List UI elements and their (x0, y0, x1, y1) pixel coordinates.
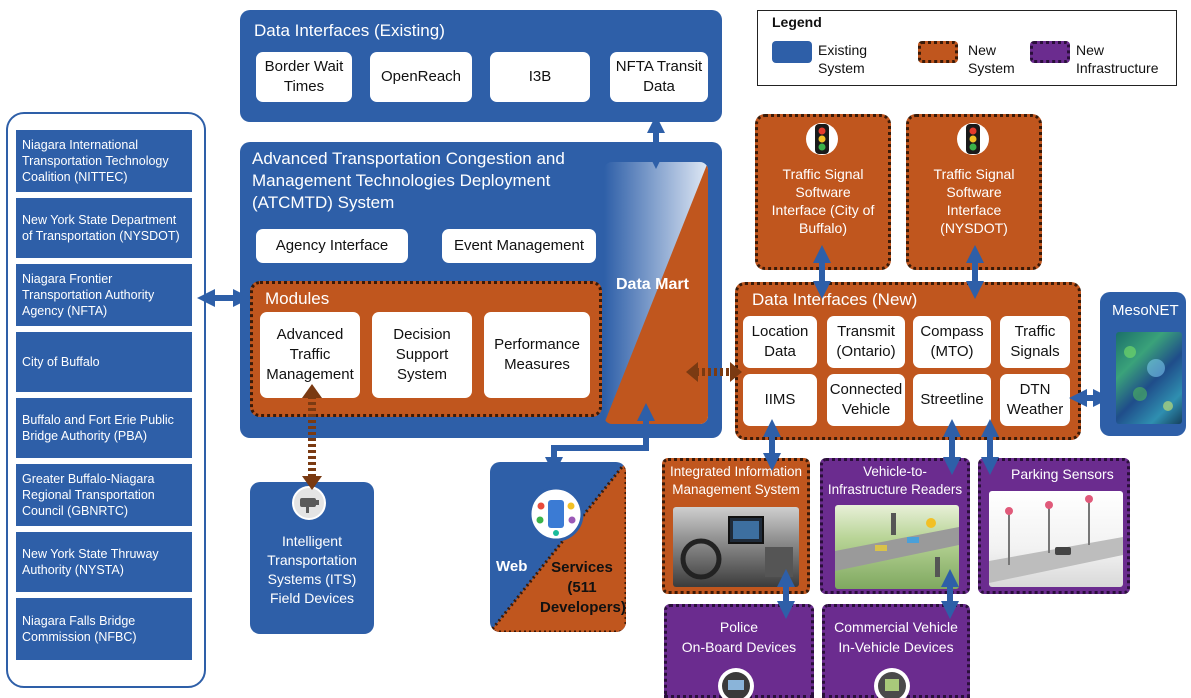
parking-sensors: Parking Sensors (978, 458, 1130, 594)
commercial-vehicle-devices-label: Commercial Vehicle In-Vehicle Devices (834, 619, 958, 655)
location-data-box: Location Data (743, 316, 817, 368)
decision-support-system-box: Decision Support System (372, 312, 472, 398)
iims-system-label: Integrated Information Management System (669, 464, 803, 497)
agency-city-of-buffalo: City of Buffalo (16, 332, 192, 392)
v2i-intersection-image (835, 505, 959, 589)
v2i-readers: Vehicle-to- Infrastructure Readers (820, 458, 970, 594)
commercial-device-icon (872, 666, 912, 698)
police-onboard-devices-label: Police On-Board Devices (681, 619, 797, 655)
web-services-label-part1: Web (496, 558, 528, 575)
parking-sensors-label: Parking Sensors (1011, 466, 1114, 482)
web-services-label-part2: Services (511 Developers) (540, 559, 626, 616)
legend-swatch-new-infrastructure (1030, 41, 1070, 63)
traffic-signal-buffalo-label: Traffic Signal Software Interface (City … (771, 166, 875, 236)
legend-label-new-infrastructure: New Infrastructure (1076, 42, 1159, 76)
openreach-box: OpenReach (370, 52, 472, 102)
existing-data-interfaces-title: Data Interfaces (Existing) (254, 21, 445, 40)
legend-title: Legend (772, 14, 822, 30)
agency-interface-box: Agency Interface (256, 229, 408, 263)
mesonet: MesoNET (1100, 292, 1186, 436)
smartphone-apps-icon (528, 486, 584, 547)
legend-label-new-system: New System (968, 42, 1015, 76)
mesonet-label: MesoNET (1112, 302, 1179, 319)
commercial-vehicle-devices: Commercial Vehicle In-Vehicle Devices (822, 604, 970, 698)
arrow-datamart-webservices (545, 403, 655, 475)
legend-swatch-existing (772, 41, 812, 63)
its-field-devices-label: Intelligent Transportation Systems (ITS)… (267, 533, 357, 606)
new-data-interfaces-title: Data Interfaces (New) (752, 290, 918, 309)
parking-street-image (989, 491, 1123, 587)
performance-measures-box: Performance Measures (484, 312, 590, 398)
atcmtd-title: Advanced Transportation Congestion and M… (252, 149, 565, 212)
connected-vehicle-box: Connected Vehicle (827, 374, 905, 426)
traffic-light-icon (805, 120, 839, 163)
vehicle-cockpit-image (673, 507, 799, 587)
nfta-transit-data-box: NFTA Transit Data (610, 52, 708, 102)
agency-pba: Buffalo and Fort Erie Public Bridge Auth… (16, 398, 192, 458)
v2i-readers-label: Vehicle-to- Infrastructure Readers (827, 464, 963, 497)
i3b-box: I3B (490, 52, 590, 102)
data-mart: Data Mart (604, 162, 708, 424)
agency-nittec: Niagara International Transportation Tec… (16, 130, 192, 192)
agency-nysta: New York State Thruway Authority (NYSTA) (16, 532, 192, 592)
traffic-camera-icon (292, 486, 326, 525)
mesonet-map-image (1116, 332, 1182, 424)
agency-nysdot: New York State Department of Transportat… (16, 198, 192, 258)
border-wait-times-box: Border Wait Times (256, 52, 352, 102)
streetline-box: Streetline (913, 374, 991, 426)
its-field-devices: Intelligent Transportation Systems (ITS)… (250, 482, 374, 634)
modules-title: Modules (265, 289, 330, 308)
police-device-icon (716, 666, 756, 698)
compass-mto-box: Compass (MTO) (913, 316, 991, 368)
transmit-ontario-box: Transmit (Ontario) (827, 316, 905, 368)
traffic-signals-box: Traffic Signals (1000, 316, 1070, 368)
agency-nfbc: Niagara Falls Bridge Commission (NFBC) (16, 598, 192, 660)
traffic-signal-nysdot-label: Traffic Signal Software Interface (NYSDO… (933, 166, 1015, 236)
event-management-box: Event Management (442, 229, 596, 263)
traffic-light-icon (956, 120, 990, 163)
legend-swatch-new-system (918, 41, 958, 63)
agency-gbnrtc: Greater Buffalo-Niagara Regional Transpo… (16, 464, 192, 526)
iims-box: IIMS (743, 374, 817, 426)
iims-system: Integrated Information Management System (662, 458, 810, 594)
data-mart-label: Data Mart (616, 276, 689, 293)
legend-label-existing: Existing System (818, 42, 868, 76)
dtn-weather-box: DTN Weather (1000, 374, 1070, 426)
advanced-traffic-management-box: Advanced Traffic Management (260, 312, 360, 398)
legend: Legend Existing System New System New In… (757, 10, 1177, 86)
agency-nfta: Niagara Frontier Transportation Authorit… (16, 264, 192, 326)
